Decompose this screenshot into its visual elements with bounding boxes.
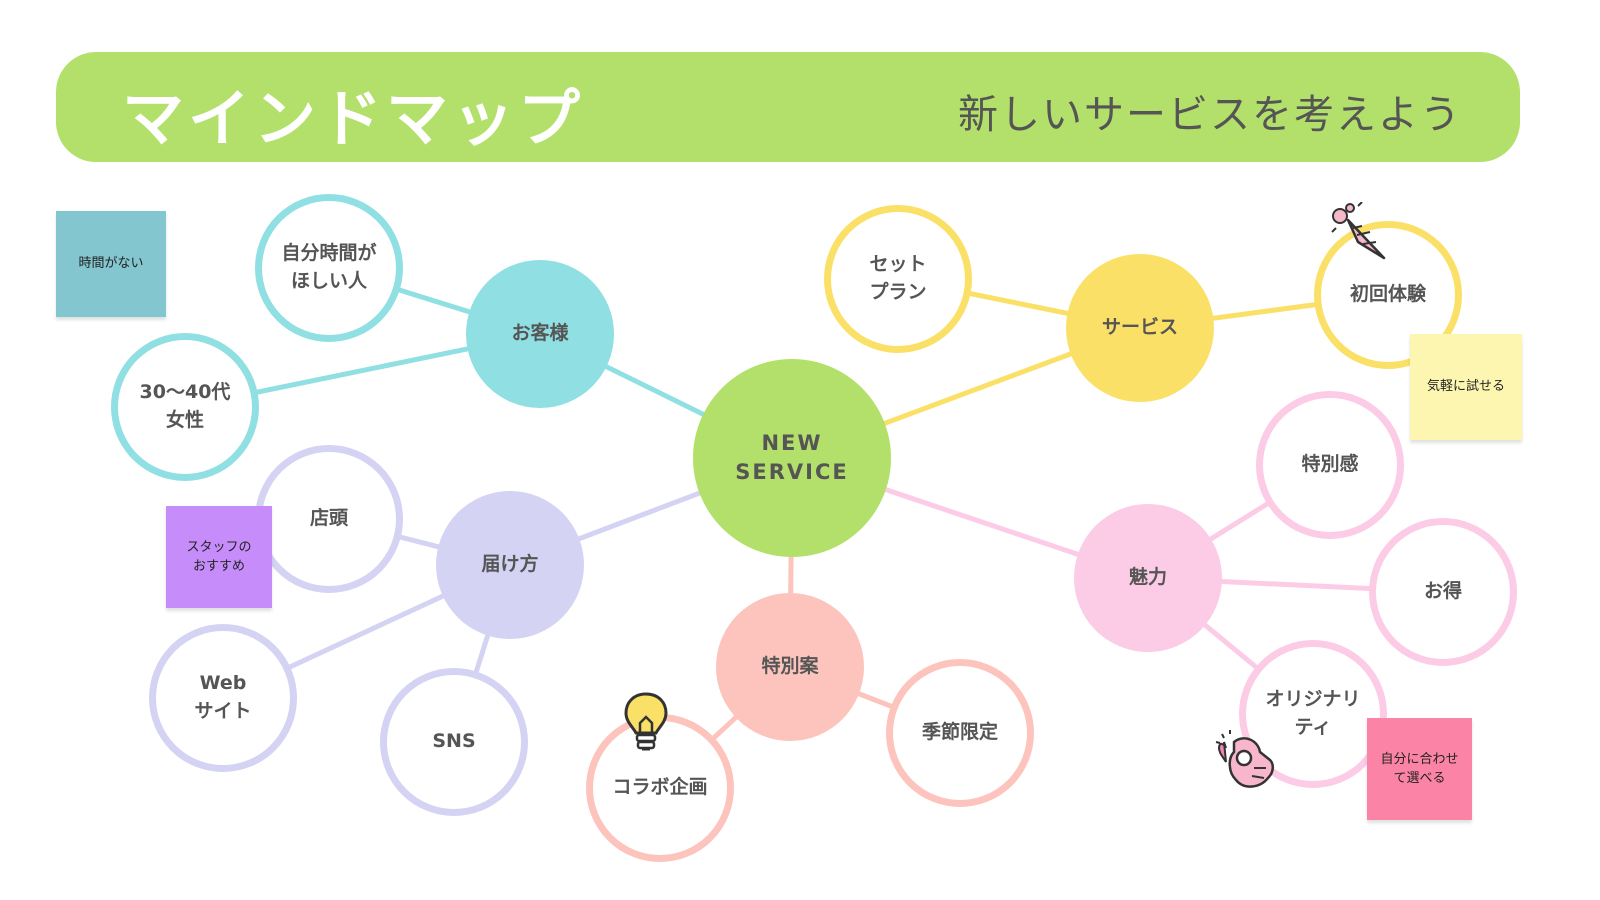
node-service-child-1: セット プラン — [824, 205, 972, 353]
node-branch-customer: お客様 — [466, 260, 614, 408]
node-branch-service: サービス — [1066, 254, 1214, 402]
center-label: NEW SERVICE — [735, 430, 849, 484]
node-delivery-child-1: 店頭 — [255, 445, 403, 593]
title-banner: マインドマップ 新しいサービスを考えよう — [56, 52, 1520, 162]
page-title: マインドマップ — [122, 82, 585, 155]
sticky-note-1: 時間がない — [56, 211, 166, 317]
node-branch-delivery: 届け方 — [436, 491, 584, 639]
lightbulb-icon — [624, 692, 668, 751]
node-delivery-child-2: Web サイト — [149, 624, 297, 772]
page-subtitle: 新しいサービスを考えよう — [958, 92, 1462, 138]
node-customer-child-2: 30〜40代 女性 — [111, 333, 259, 481]
node-appeal-child-1: 特別感 — [1256, 391, 1404, 539]
node-special-child-1: コラボ企画 — [586, 714, 734, 862]
node-branch-special: 特別案 — [716, 593, 864, 741]
node-appeal-child-2: お得 — [1369, 518, 1517, 666]
sticky-note-4: 自分に合わせ て選べる — [1367, 718, 1472, 820]
ok-hand-icon — [1215, 730, 1274, 788]
node-branch-appeal: 魅力 — [1074, 504, 1222, 652]
sticky-note-3: スタッフの おすすめ — [166, 506, 272, 608]
node-special-child-2: 季節限定 — [886, 659, 1034, 807]
sticky-note-2: 気軽に試せる — [1410, 334, 1522, 440]
party-popper-icon — [1331, 202, 1386, 260]
node-delivery-child-3: SNS — [380, 668, 528, 816]
node-customer-child-1: 自分時間が ほしい人 — [255, 194, 403, 342]
node-center: NEW SERVICE — [693, 359, 891, 557]
